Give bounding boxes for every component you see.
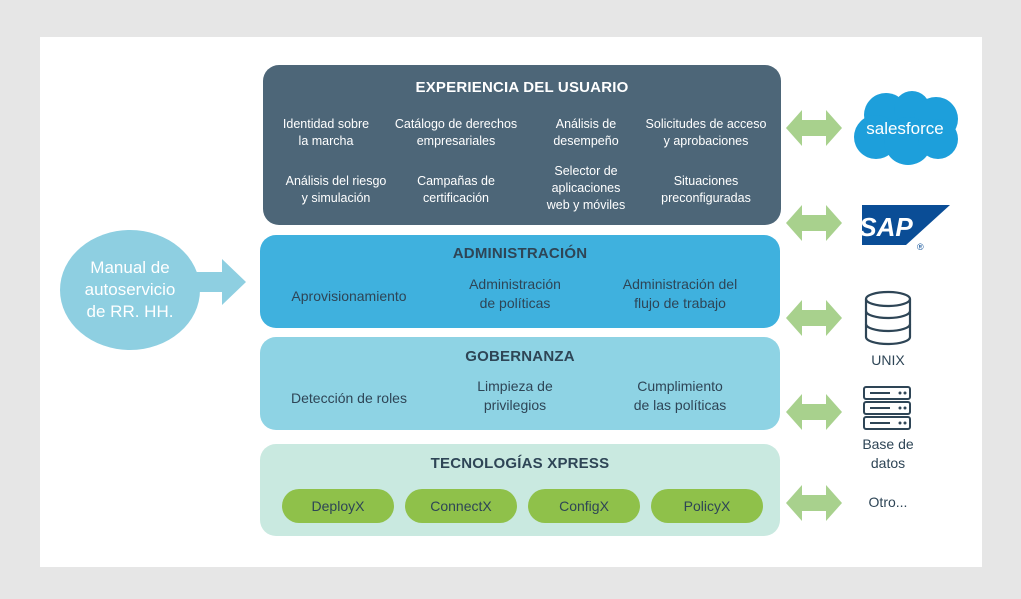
xpress-technologies-layer: TECNOLOGÍAS XPRESS DeployX ConnectX Conf… [260, 444, 780, 536]
admin-layer-title: ADMINISTRACIÓN [452, 245, 588, 262]
database-label: Base de datos [852, 435, 924, 473]
salesforce-logo-text: salesforce [866, 119, 943, 138]
governance-layer: GOBERNANZA Detección de roles Limpieza d… [260, 337, 780, 430]
gov-layer-title: GOBERNANZA [465, 348, 575, 365]
admin-cell-provisioning: Aprovisionamiento [274, 287, 424, 306]
ux-cell-text: Catálogo de derechos [394, 117, 518, 131]
ux-cell-performance: Análisis de desempeño [531, 116, 641, 150]
diagram-canvas: Manual de autoservicio de RR. HH. EXPERI… [40, 37, 982, 567]
ux-cell-app-selector: Selector de aplicaciones web y móviles [526, 163, 646, 214]
server-rack-icon [863, 386, 911, 430]
administration-layer: ADMINISTRACIÓN Aprovisionamiento Adminis… [260, 235, 780, 328]
gov-cell-text: Cumplimiento [637, 378, 723, 394]
gov-cell-privilege-cleanup: Limpieza de privilegios [455, 377, 575, 415]
other-label: Otro... [868, 494, 908, 510]
gov-cell-text: de las políticas [633, 396, 727, 413]
ux-cell-catalog: Catálogo de derechos empresariales [381, 116, 531, 150]
ux-cell-text: desempeño [553, 133, 619, 148]
deployx-pill: DeployX [282, 489, 394, 523]
ux-cell-text: Identidad sobre [282, 117, 370, 131]
ux-cell-text: Análisis de [555, 117, 617, 131]
hr-portal-line-3: de RR. HH. [86, 302, 174, 322]
sap-logo-text: SAP [862, 212, 913, 242]
ux-cell-access-requests: Solicitudes de acceso y aprobaciones [631, 116, 781, 150]
double-arrow-icon [786, 300, 842, 336]
admin-cell-text: Administración [469, 276, 561, 292]
ux-cell-certification: Campañas de certificación [401, 173, 511, 207]
gov-cell-text: privilegios [483, 396, 547, 413]
configx-pill: ConfigX [528, 489, 640, 523]
ux-cell-text: empresariales [416, 133, 496, 148]
double-arrow-icon [786, 205, 842, 241]
ux-cell-text: la marcha [298, 133, 354, 148]
ux-cell-risk-analysis: Análisis del riesgo y simulación [271, 173, 401, 207]
hr-portal-line-2: autoservicio [84, 279, 176, 299]
admin-cell-policies: Administración de políticas [445, 275, 585, 313]
sap-registered-mark: ® [917, 242, 924, 251]
unix-label: UNIX [871, 352, 905, 368]
sap-logo: SAP ® [862, 205, 950, 251]
right-arrow-icon [190, 259, 246, 305]
salesforce-logo: salesforce [854, 91, 958, 165]
double-arrow-icon [786, 394, 842, 430]
ux-cell-preconfigured: Situaciones preconfiguradas [646, 173, 766, 207]
double-arrow-icon [786, 110, 842, 146]
tech-layer-title: TECNOLOGÍAS XPRESS [430, 455, 610, 472]
ux-cell-text: Campañas de [417, 174, 495, 188]
double-arrow-icon [786, 485, 842, 521]
ux-layer-title: EXPERIENCIA DEL USUARIO [415, 79, 629, 96]
gov-cell-role-detection: Detección de roles [274, 389, 424, 408]
user-experience-layer: EXPERIENCIA DEL USUARIO Identidad sobre … [263, 65, 781, 225]
ux-cell-text: Situaciones [673, 174, 739, 188]
admin-cell-text: de políticas [479, 294, 551, 311]
ux-cell-text: Solicitudes de acceso [645, 117, 767, 131]
hr-portal-line-1: Manual de [90, 257, 170, 277]
gov-cell-text: Limpieza de [477, 378, 553, 394]
ux-cell-text: y aprobaciones [663, 133, 749, 148]
ux-cell-text: web y móviles [546, 197, 626, 212]
admin-cell-workflow: Administración del flujo de trabajo [600, 275, 760, 313]
ux-cell-text: preconfiguradas [661, 190, 751, 205]
gov-cell-policy-compliance: Cumplimiento de las políticas [610, 377, 750, 415]
gov-cell-text: Detección de roles [291, 390, 407, 406]
ux-cell-identity: Identidad sobre la marcha [271, 116, 381, 150]
database-icon [864, 290, 912, 346]
ux-cell-text: Selector de [554, 164, 618, 178]
ux-cell-text: certificación [423, 190, 489, 205]
database-label-line: datos [870, 454, 906, 471]
hr-self-service-circle: Manual de autoservicio de RR. HH. [60, 230, 200, 350]
admin-cell-text: Aprovisionamiento [291, 288, 407, 304]
admin-cell-text: flujo de trabajo [634, 294, 726, 311]
ux-cell-text: aplicaciones [551, 180, 621, 195]
connectx-pill: ConnectX [405, 489, 517, 523]
policyx-pill: PolicyX [651, 489, 763, 523]
database-label-line: Base de [862, 436, 914, 452]
admin-cell-text: Administración del [622, 276, 738, 292]
ux-cell-text: y simulación [301, 190, 371, 205]
ux-cell-text: Análisis del riesgo [285, 174, 387, 188]
